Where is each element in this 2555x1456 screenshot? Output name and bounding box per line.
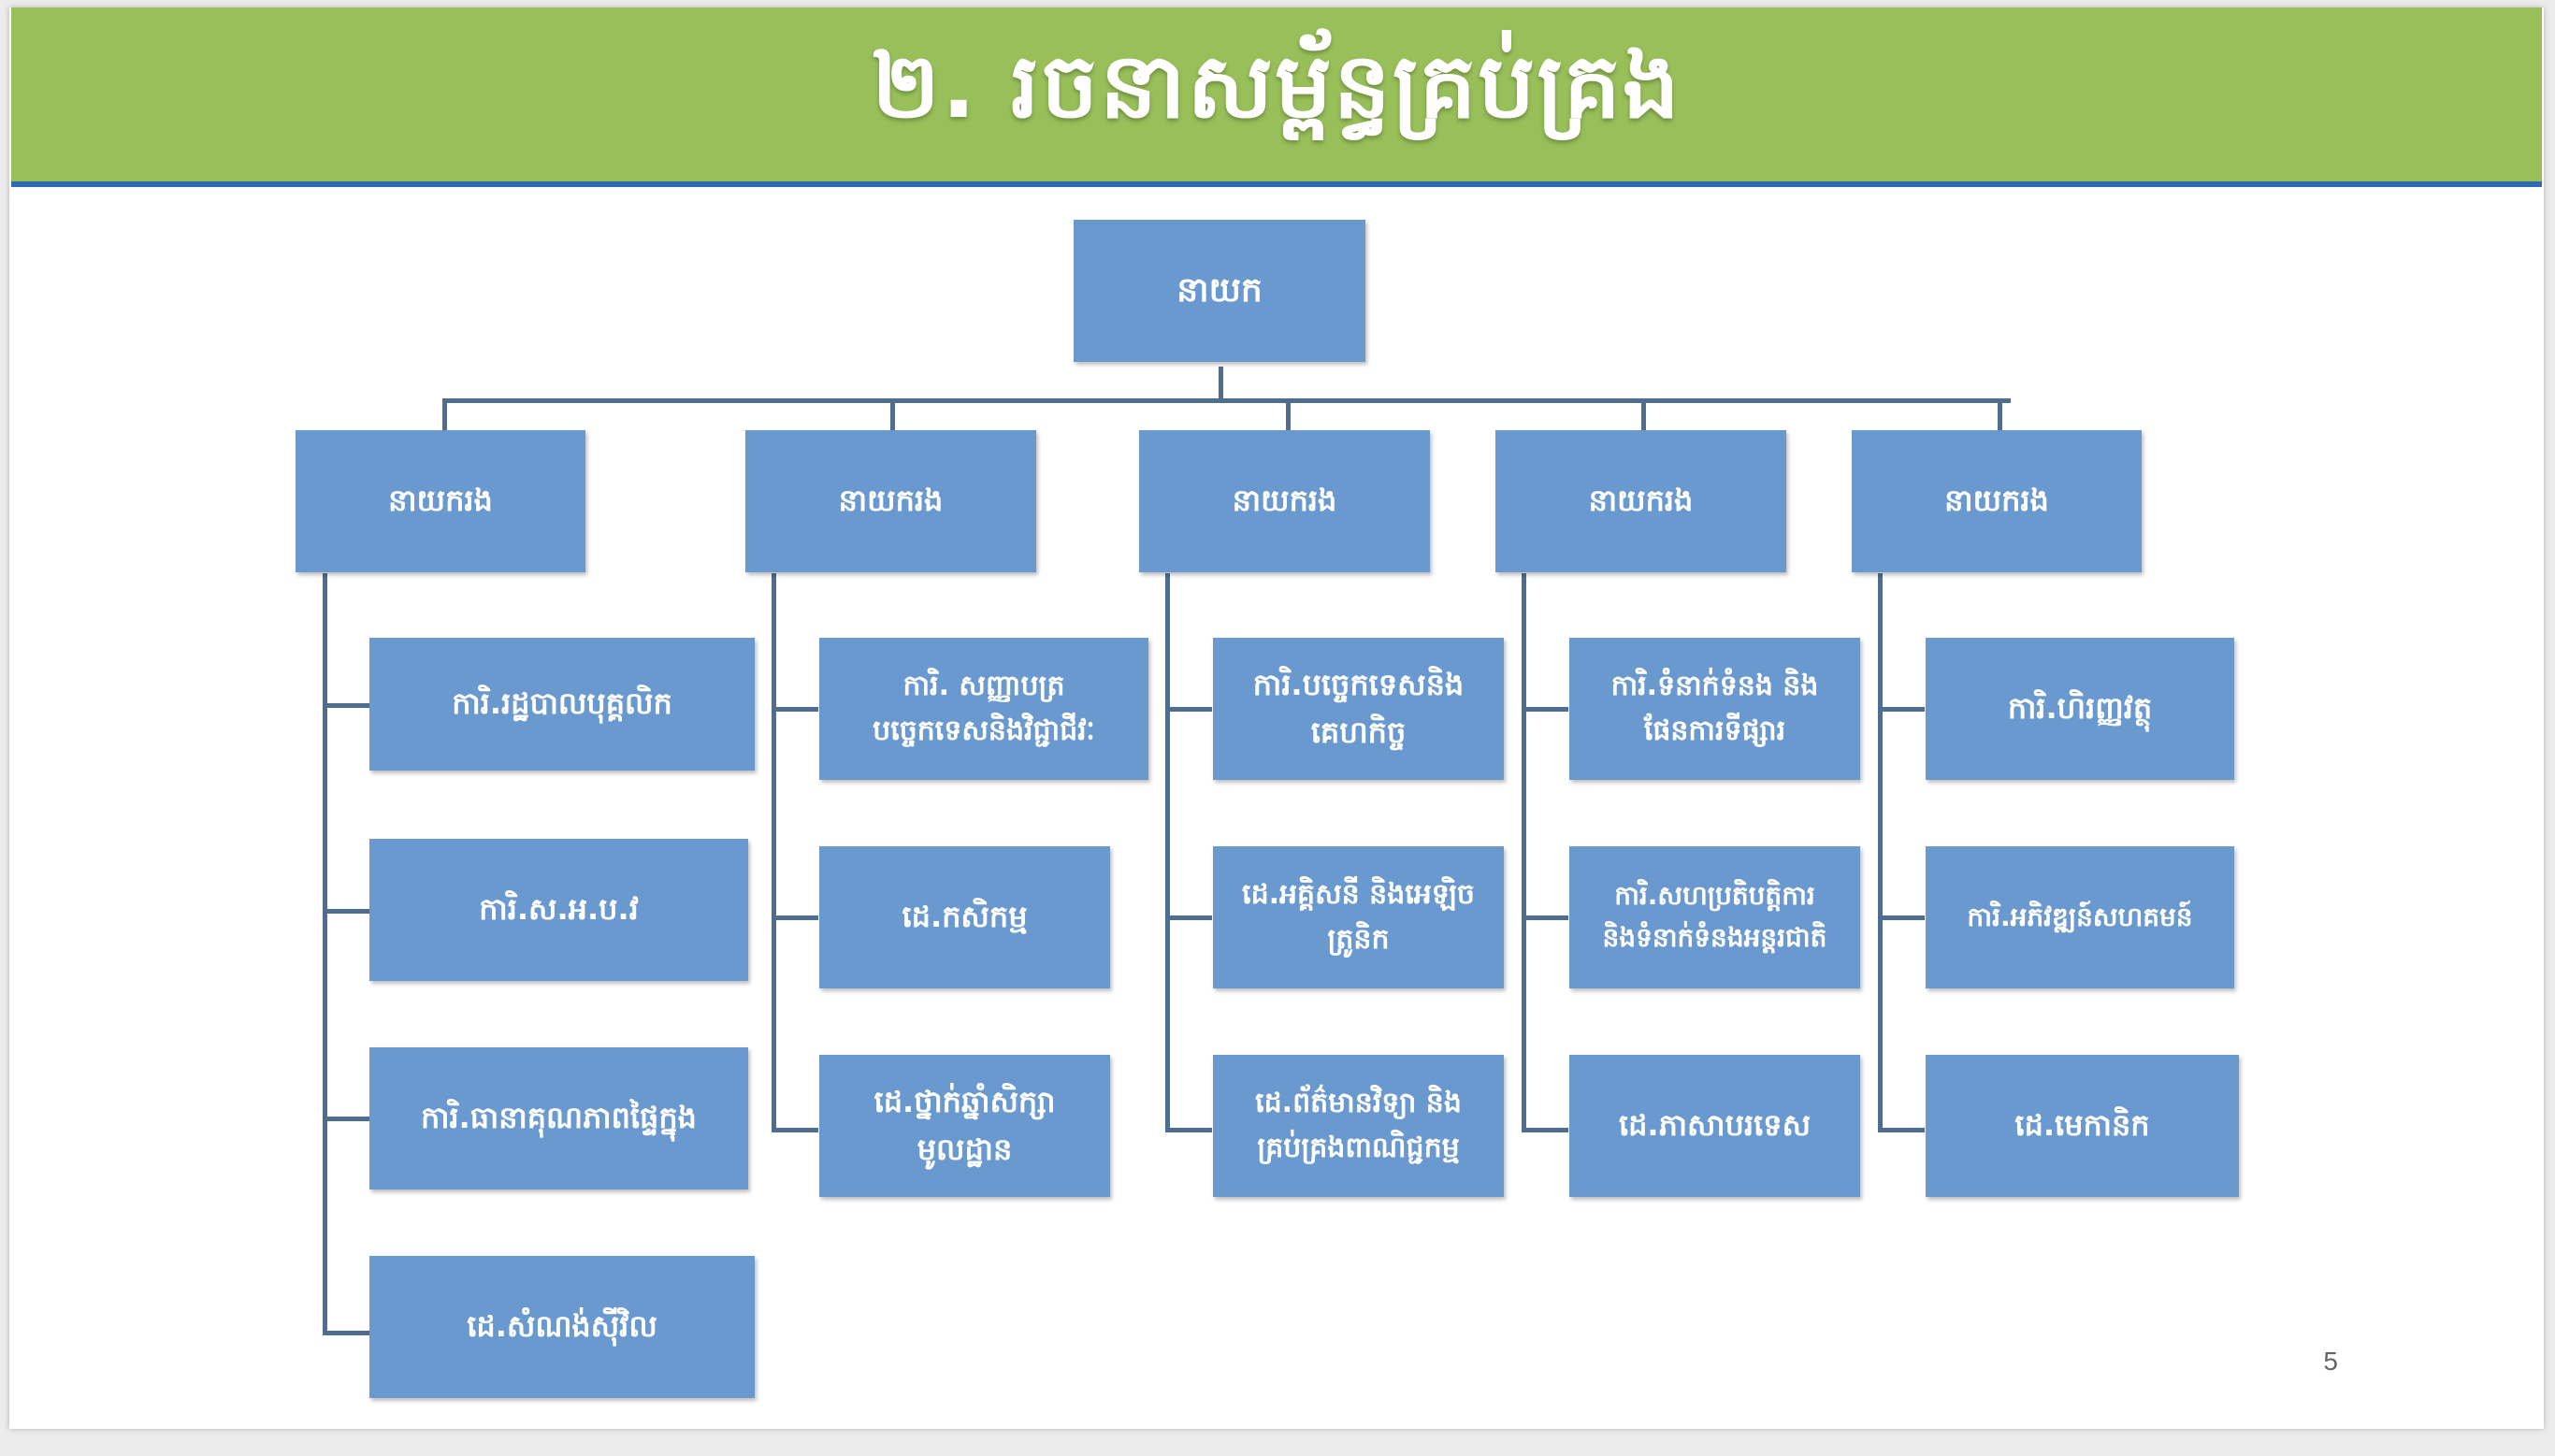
org-unit[interactable]: ដេ.មេកានិក: [1926, 1055, 2239, 1197]
connector: [323, 1331, 371, 1335]
title-banner: ២. រចនាសម្ព័ន្ធគ្រប់គ្រង: [11, 7, 2542, 187]
org-unit[interactable]: ការិ.ស.អ.ប.វ: [369, 839, 748, 981]
slide: ២. រចនាសម្ព័ន្ធគ្រប់គ្រង នាយក នាយករង នាយ…: [9, 7, 2544, 1429]
connector: [1165, 573, 1170, 1132]
org-unit[interactable]: ដេ.ព័ត៌មានវិទ្យា និង គ្រប់គ្រងពាណិជ្ជកម្…: [1213, 1055, 1504, 1197]
connector: [1878, 915, 1925, 920]
connector: [323, 1117, 371, 1121]
slide-title: ២. រចនាសម្ព័ន្ធគ្រប់គ្រង: [872, 33, 1682, 138]
connector: [1878, 707, 1925, 712]
connector: [1219, 367, 1223, 402]
connector: [772, 707, 818, 712]
org-unit[interactable]: ការិ.អភិវឌ្ឍន៍សហគមន៍: [1926, 846, 2234, 988]
org-unit[interactable]: ដេ.អគ្គិសនី និងអេឡិច ត្រូនិក: [1213, 846, 1504, 988]
org-deputy-4[interactable]: នាយករង: [1495, 430, 1786, 572]
org-unit[interactable]: ដេ.សំណង់ស៊ីវិល: [369, 1256, 755, 1398]
connector: [1165, 1128, 1212, 1132]
org-root-director[interactable]: នាយក: [1074, 220, 1365, 362]
connector: [1286, 398, 1291, 432]
connector: [1641, 398, 1646, 432]
connector: [890, 398, 895, 432]
org-unit[interactable]: ការិ.ធានាគុណភាពផ្ទៃក្នុង: [369, 1047, 748, 1189]
connector: [772, 1128, 818, 1132]
connector: [323, 573, 327, 1335]
org-unit[interactable]: ដេ.កសិកម្ម: [819, 846, 1110, 988]
connector: [1165, 915, 1212, 920]
connector: [1522, 707, 1568, 712]
org-unit[interactable]: ដេ.ភាសាបរទេស: [1569, 1055, 1860, 1197]
org-unit[interactable]: ការិ. សញ្ញាបត្រ បច្ចេកទេសនិងវិជ្ជាជីវៈ: [819, 638, 1148, 780]
connector: [772, 573, 776, 1132]
connector: [323, 703, 371, 708]
connector: [1165, 707, 1212, 712]
org-deputy-5[interactable]: នាយករង: [1852, 430, 2142, 572]
connector: [1522, 915, 1568, 920]
page-number: 5: [2323, 1347, 2338, 1376]
connector: [1522, 573, 1526, 1132]
connector: [323, 909, 371, 914]
connector: [1878, 573, 1883, 1132]
connector: [1998, 398, 2002, 432]
org-deputy-2[interactable]: នាយករង: [745, 430, 1036, 572]
connector: [442, 398, 447, 432]
connector: [1522, 1128, 1568, 1132]
org-unit[interactable]: ការិ.ហិរញ្ញវត្ថុ: [1926, 638, 2234, 780]
org-deputy-1[interactable]: នាយករង: [296, 430, 585, 572]
org-unit[interactable]: ការិ.បច្ចេកទេសនិង គេហកិច្ច: [1213, 638, 1504, 780]
org-unit[interactable]: ការិ.ទំនាក់ទំនង និង ផែនការទីផ្សារ: [1569, 638, 1860, 780]
org-unit[interactable]: ការិ.សហប្រតិបត្តិការ និងទំនាក់ទំនងអន្តរជ…: [1569, 846, 1860, 988]
org-unit[interactable]: ដេ.ថ្នាក់ឆ្នាំសិក្សា មូលដ្ឋាន: [819, 1055, 1110, 1197]
org-deputy-3[interactable]: នាយករង: [1139, 430, 1430, 572]
org-unit[interactable]: ការិ.រដ្ឋបាលបុគ្គលិក: [369, 638, 755, 771]
connector: [442, 398, 2011, 403]
connector: [772, 915, 818, 920]
connector: [1878, 1128, 1925, 1132]
